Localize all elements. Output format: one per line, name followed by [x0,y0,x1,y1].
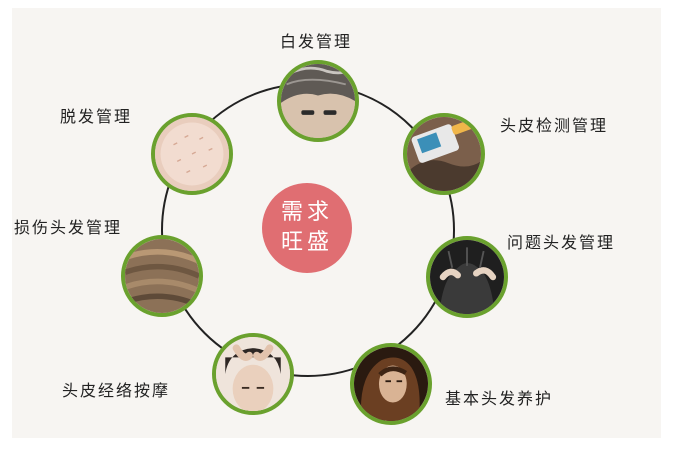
scalp-scanner-photo-icon [403,113,485,195]
center-text-line2: 旺盛 [280,230,333,255]
label-scalp-test-management: 头皮检测管理 [500,116,609,135]
gray-hair-photo-icon [277,60,359,142]
label-basic-hair-care: 基本头发养护 [445,389,554,408]
damaged-hair-photo-icon [121,235,203,317]
hair-loss-scalp-photo-icon [151,113,233,195]
center-text-line1: 需求 [280,200,333,225]
label-hair-loss-management: 脱发管理 [60,107,133,126]
label-problem-hair-management: 问题头发管理 [507,233,616,252]
center-badge: 需求 旺盛 [262,183,352,273]
label-damaged-hair-management: 损伤头发管理 [14,218,123,237]
hair-care-woman-photo-icon [350,343,432,425]
scalp-massage-photo-icon [212,333,294,415]
problem-hair-photo-icon [426,236,508,318]
label-scalp-meridian-massage: 头皮经络按摩 [62,381,171,400]
label-gray-hair-management: 白发管理 [280,32,353,51]
